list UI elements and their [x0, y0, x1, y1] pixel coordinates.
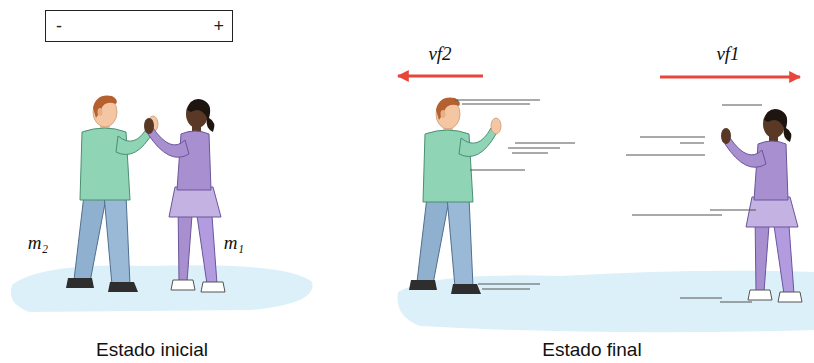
motion-lines — [455, 100, 762, 302]
velocity-arrow — [660, 76, 800, 79]
state-caption: Estado final — [542, 340, 641, 361]
quantity-label: m₂ — [28, 233, 48, 254]
velocity-arrow — [398, 75, 483, 78]
female-skater — [721, 109, 802, 302]
female-skater — [144, 99, 225, 292]
sign-symbol: + — [213, 17, 224, 35]
quantity-label: vf1 — [716, 44, 739, 65]
state-caption: Estado inicial — [96, 340, 208, 361]
quantity-label: vf2 — [428, 44, 451, 65]
quantity-label: m₁ — [224, 233, 244, 254]
male-skater — [409, 98, 501, 295]
sign-convention-box: -+ — [45, 10, 233, 42]
sign-symbol: - — [56, 17, 62, 35]
ice-patch — [11, 265, 313, 312]
